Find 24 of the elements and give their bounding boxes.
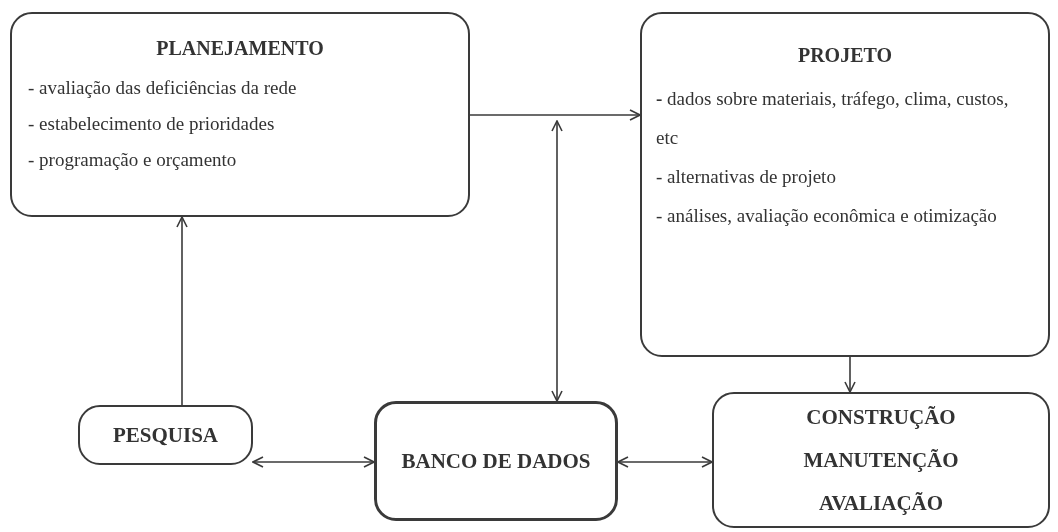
arrow bbox=[176, 216, 188, 406]
process-box bbox=[10, 12, 470, 217]
box-title: BANCO DE DADOS bbox=[401, 448, 591, 475]
bullet-text: - análises, avaliação econômica e otimização bbox=[656, 204, 998, 228]
arrow bbox=[469, 109, 641, 121]
process-box bbox=[712, 392, 1050, 528]
process-box bbox=[374, 401, 618, 521]
box-title: PESQUISA bbox=[113, 422, 218, 448]
box-title: CONSTRUÇÃO bbox=[806, 403, 956, 431]
arrow bbox=[844, 356, 856, 393]
process-box bbox=[640, 12, 1050, 357]
box-title: PROJETO bbox=[796, 43, 894, 68]
bullet-text: - programação e orçamento bbox=[28, 148, 238, 172]
bullet-text: - estabelecimento de prioridades bbox=[28, 112, 276, 136]
bullet-text: - dados sobre materiais, tráfego, clima, custos, etc bbox=[656, 87, 1010, 150]
box-title: MANUTENÇÃO bbox=[803, 446, 959, 474]
arrow bbox=[617, 456, 713, 468]
arrow bbox=[252, 456, 375, 468]
bullet-text: - avaliação das deficiências da rede bbox=[28, 76, 298, 100]
box-title: PLANEJAMENTO bbox=[155, 36, 325, 61]
process-box bbox=[78, 405, 253, 465]
box-title: AVALIAÇÃO bbox=[818, 489, 944, 517]
arrow bbox=[551, 120, 563, 402]
bullet-text: - alternativas de projeto bbox=[656, 165, 837, 189]
